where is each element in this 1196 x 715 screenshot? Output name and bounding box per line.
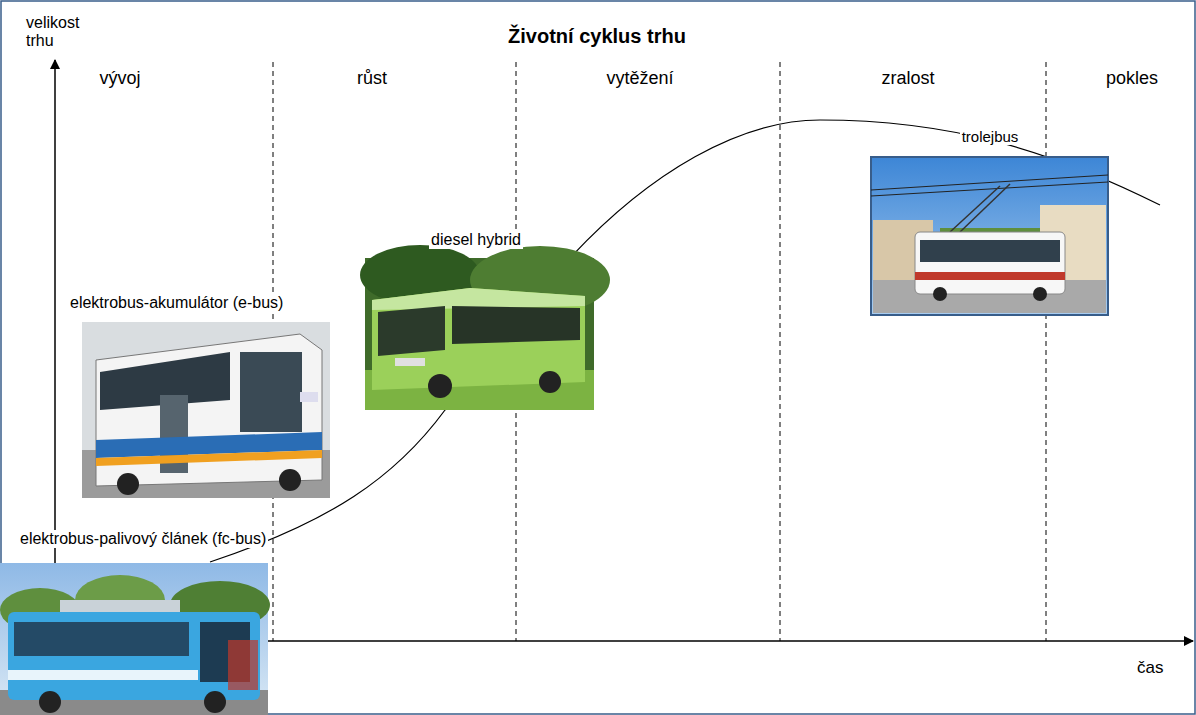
fc-bus-photo [0, 563, 270, 715]
axis-label: čas [1137, 658, 1163, 678]
diesel-hybrid-photo [360, 245, 610, 410]
phase-label: růst [357, 68, 387, 89]
phase-label: vývoj [99, 68, 140, 89]
axis-label: velikost trhu [26, 14, 79, 51]
bus-label: diesel hybrid [429, 231, 523, 249]
phase-separators [273, 62, 1046, 641]
diagram-title: Životní cyklus trhu [508, 25, 686, 48]
bus-label: elektrobus-akumulátor (e-bus) [68, 294, 285, 312]
phase-label: vytěžení [606, 68, 673, 89]
lifecycle-curve [210, 120, 1160, 562]
trolleybus-photo [871, 157, 1108, 315]
e-bus-photo [82, 322, 330, 498]
phase-label: pokles [1106, 68, 1158, 89]
bus-label: elektrobus-palivový článek (fc-bus) [18, 530, 268, 548]
phase-label: zralost [881, 68, 934, 89]
bus-label: trolejbus [960, 128, 1021, 145]
